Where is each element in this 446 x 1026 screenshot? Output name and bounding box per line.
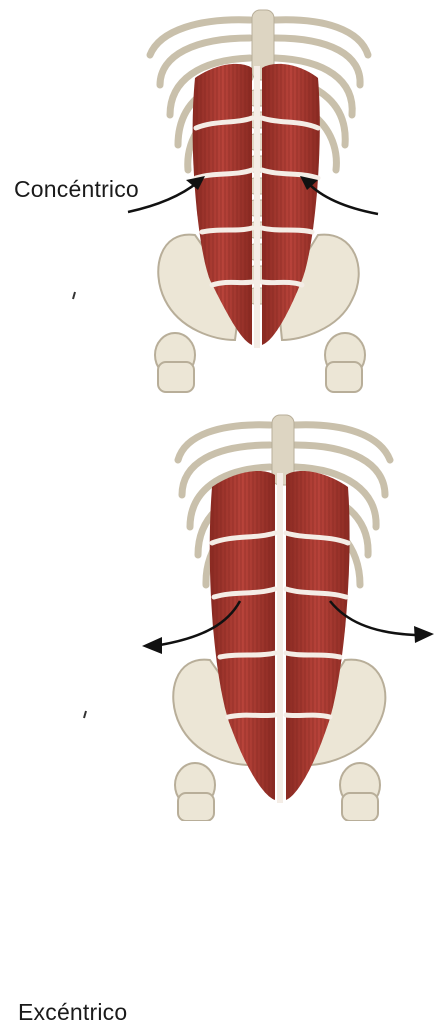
concentric-label: Concéntrico (14, 176, 139, 203)
stray-mark (73, 292, 75, 299)
eccentric-panel: Excéntrico (0, 405, 446, 821)
arrow-head-right (414, 626, 434, 643)
eccentric-anatomy-illustration (0, 405, 446, 821)
eccentric-label: Excéntrico (18, 999, 127, 1026)
concentric-panel: Concéntrico (0, 0, 446, 395)
stray-mark (84, 711, 86, 718)
arrow-head-left (142, 637, 162, 654)
